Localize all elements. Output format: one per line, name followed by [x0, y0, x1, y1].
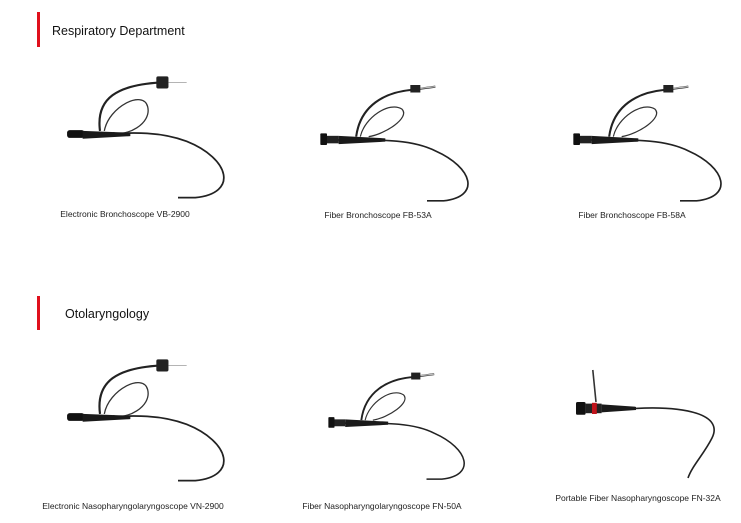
product-name[interactable]: Electronic Nasopharyngolaryngoscope VN-2… — [42, 501, 224, 511]
section-accent-bar — [37, 296, 40, 330]
product-name[interactable]: Portable Fiber Nasopharyngoscope FN-32A — [555, 493, 721, 503]
product-name[interactable]: Fiber Nasopharyngolaryngoscope FN-50A — [302, 501, 462, 511]
electronic-bronchoscope-image — [65, 75, 225, 199]
fiber-bronchoscope-image — [319, 83, 470, 202]
fiber-nasopharyngolaryngoscope-image — [327, 371, 466, 481]
section-title: Respiratory Department — [52, 24, 185, 38]
section-title: Otolaryngology — [65, 307, 150, 321]
electronic-nasopharyngolaryngoscope-image — [65, 358, 225, 482]
portable-nasopharyngoscope-image — [575, 369, 715, 479]
product-name[interactable]: Fiber Bronchoscope FB-53A — [324, 210, 432, 220]
fiber-bronchoscope-image — [572, 83, 723, 202]
section-accent-bar — [37, 12, 40, 47]
product-name[interactable]: Fiber Bronchoscope FB-58A — [578, 210, 686, 220]
product-name[interactable]: Electronic Bronchoscope VB-2900 — [60, 209, 190, 219]
